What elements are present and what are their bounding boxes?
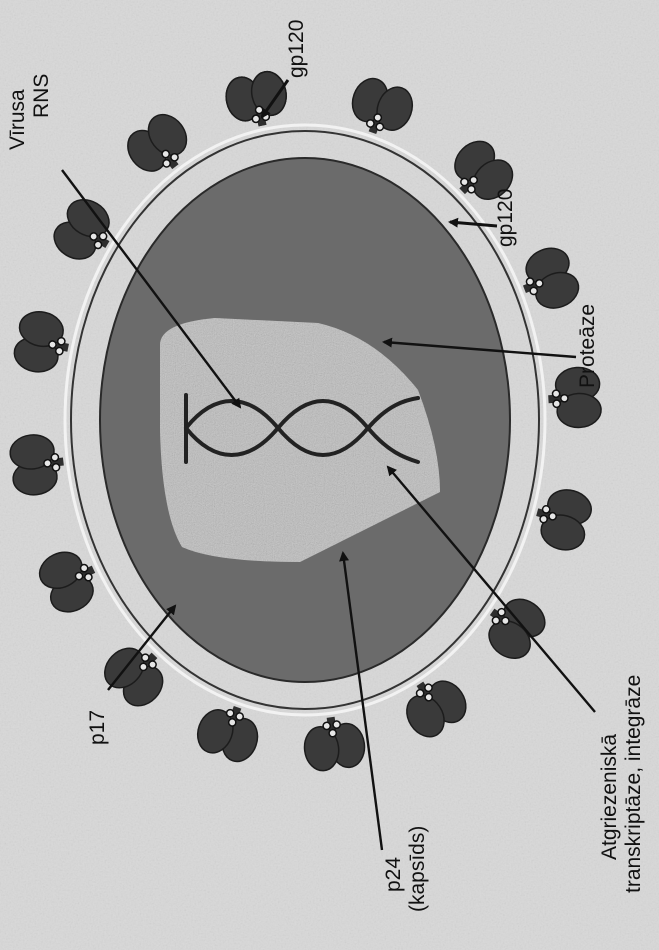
label-protease: Proteāze bbox=[576, 304, 599, 388]
label-virus-rna-line1: Vīrusa bbox=[6, 89, 29, 150]
label-gp120-right: gp120 bbox=[494, 189, 517, 247]
label-virus-rna-line2: RNS bbox=[30, 74, 53, 118]
label-capsid-line1: p24 bbox=[382, 857, 405, 892]
label-p17: p17 bbox=[86, 710, 109, 745]
label-enzymes-line1: Atgriezeniskā bbox=[598, 734, 621, 860]
label-gp120-top: gp120 bbox=[285, 20, 308, 78]
label-capsid-line2: (kapsīds) bbox=[406, 826, 429, 912]
label-enzymes-line2: transkriptāze, integrāze bbox=[622, 675, 645, 893]
